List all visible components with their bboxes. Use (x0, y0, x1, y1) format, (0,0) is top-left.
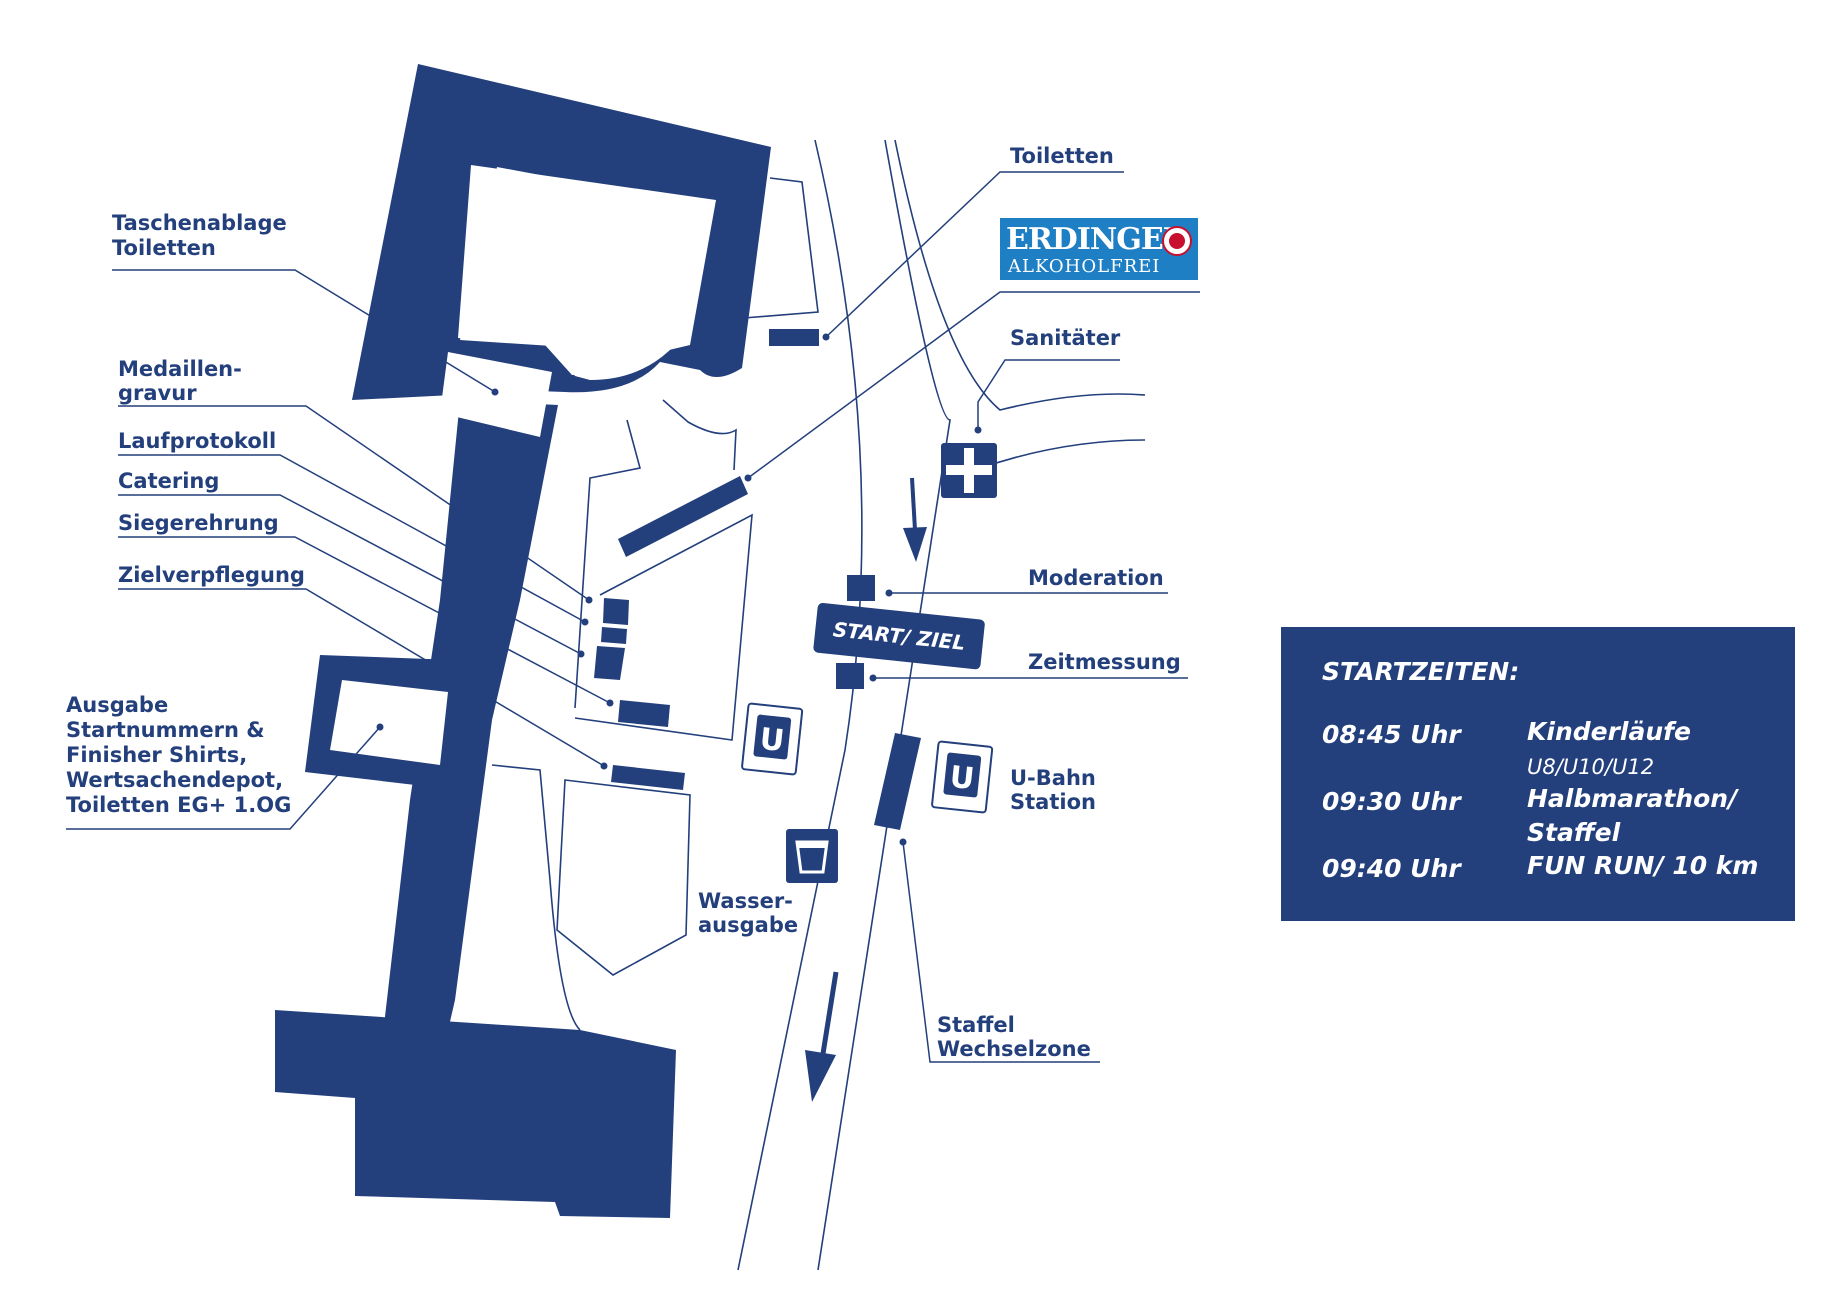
label-toiletten: Toiletten (1010, 144, 1114, 168)
label-ausgabe-4: Wertsachendepot, (66, 768, 283, 792)
start-time-1: 08:45 Uhr (1322, 720, 1461, 749)
wechselzone-marker (874, 733, 921, 830)
zeitmessung-marker (836, 663, 864, 689)
startzeiten-box: STARTZEITEN: 08:45 Uhr Kinderläufe U8/U1… (1281, 627, 1795, 921)
label-medaillen-2: gravur (118, 381, 197, 405)
label-ubahn-2: Station (1010, 790, 1096, 814)
label-medaillen-1: Medaillen- (118, 357, 242, 381)
moderation-marker (847, 575, 875, 601)
siegerehrung-block (618, 700, 670, 727)
label-taschenablage-2: Toiletten (112, 236, 216, 260)
ubahn-icon: U (931, 740, 994, 814)
label-staffel-1: Staffel (937, 1013, 1015, 1037)
start-ziel-banner: START/ ZIEL (813, 602, 985, 670)
label-moderation: Moderation (1028, 566, 1164, 590)
toiletten-marker (769, 329, 819, 346)
start-label-3: FUN RUN/ 10 km (1527, 851, 1759, 880)
erdinger-logo: ERDINGER ALKOHOLFREI (1000, 218, 1198, 280)
building-bottom (275, 1010, 676, 1218)
label-ausgabe-5: Toiletten EG+ 1.OG (66, 793, 291, 817)
ubahn-u-symbol: U (758, 722, 786, 759)
label-ausgabe-2: Startnummern & (66, 718, 265, 742)
logo-sub: ALKOHOLFREI (1008, 256, 1161, 277)
label-ausgabe-3: Finisher Shirts, (66, 743, 247, 767)
start-time-3: 09:40 Uhr (1322, 854, 1461, 883)
ubahn-icon: U (741, 702, 804, 776)
start-label-2: Halbmarathon/ Staffel (1527, 784, 1738, 847)
label-sanitaeter: Sanitäter (1010, 326, 1121, 350)
ubahn-u-symbol: U (948, 760, 976, 797)
label-zeitmessung: Zeitmessung (1028, 650, 1181, 674)
catering-block (594, 646, 625, 680)
label-siegerehrung: Siegerehrung (118, 511, 279, 535)
zielverpflegung-block (611, 765, 685, 790)
logo-seal-icon (1162, 226, 1192, 256)
building-top (352, 64, 771, 400)
start-label-1: Kinderläufe (1527, 717, 1691, 746)
erdinger-stand (618, 476, 748, 557)
label-zielverpflegung: Zielverpflegung (118, 563, 305, 587)
label-taschenablage-1: Taschenablage (112, 211, 287, 235)
medical-cross-icon (941, 443, 997, 498)
label-wasser-1: Wasser- (698, 889, 793, 913)
direction-arrow-icon (805, 971, 839, 1102)
laufprotokoll-block (601, 627, 627, 644)
label-laufprotokoll: Laufprotokoll (118, 429, 276, 453)
logo-brand: ERDINGER (1006, 222, 1188, 257)
start-sub-1: U8/U10/U12 (1527, 755, 1655, 779)
building-main-vertical (380, 400, 558, 1065)
startzeiten-title: STARTZEITEN: (1322, 657, 1520, 686)
label-staffel-2: Wechselzone (937, 1037, 1091, 1061)
direction-arrow-icon (903, 477, 927, 562)
label-wasser-2: ausgabe (698, 913, 798, 937)
label-catering: Catering (118, 469, 219, 493)
medaillen-block (603, 598, 629, 625)
label-ubahn-1: U-Bahn (1010, 766, 1096, 790)
label-ausgabe-1: Ausgabe (66, 693, 168, 717)
start-time-2: 09:30 Uhr (1322, 787, 1461, 816)
water-cup-icon (786, 829, 838, 883)
